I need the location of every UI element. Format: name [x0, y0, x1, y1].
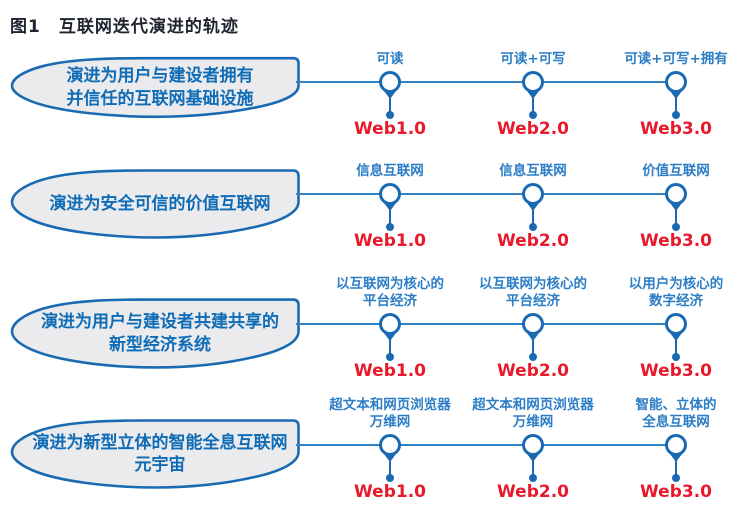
node-label: 信息互联网 [499, 163, 567, 179]
pin-stem [675, 335, 677, 355]
web-version-label: Web3.0 [640, 231, 712, 251]
pin-circle-icon [379, 183, 401, 205]
pin-stem [532, 335, 534, 355]
node-label: 价值互联网 [642, 163, 710, 179]
web-version-label: Web3.0 [640, 361, 712, 381]
callout-text: 演进为安全可信的价值互联网 [49, 193, 271, 214]
pin-tip-icon [670, 91, 682, 99]
pin-stem [532, 205, 534, 225]
pin-dot-icon [672, 474, 680, 482]
callout-text: 演进为用户与建设者拥有 并信任的互联网基础设施 [66, 66, 254, 109]
pin-tip-icon [384, 91, 396, 99]
web-version-label: Web1.0 [354, 231, 426, 251]
pin-tip-icon [527, 203, 539, 211]
pin-circle-icon [522, 434, 544, 456]
timeline-line [296, 323, 676, 325]
pin-circle-icon [379, 434, 401, 456]
pin-dot-icon [386, 353, 394, 361]
pin-stem [389, 456, 391, 476]
pin-circle-icon [379, 71, 401, 93]
callout-shape [10, 418, 300, 490]
pin-tip-icon [384, 454, 396, 462]
pin-stem [389, 205, 391, 225]
pin-circle-icon [522, 313, 544, 335]
pin-tip-icon [384, 333, 396, 341]
pin-stem [675, 205, 677, 225]
node-label: 超文本和网页浏览器 万维网 [329, 397, 451, 430]
web-version-label: Web2.0 [497, 361, 569, 381]
figure-title-text: 互联网迭代演进的轨迹 [58, 17, 239, 37]
pin-tip-icon [527, 91, 539, 99]
pin-tip-icon [527, 333, 539, 341]
timeline-line [296, 81, 676, 83]
callout-text: 演进为新型立体的智能全息互联网 元宇宙 [32, 432, 288, 475]
pin-tip-icon [670, 454, 682, 462]
node-label: 以用户为核心的 数字经济 [628, 276, 724, 309]
callout-shape [10, 56, 300, 119]
node-label: 智能、立体的 全息互联网 [635, 397, 717, 430]
pin-circle-icon [665, 71, 687, 93]
figure-number: 图1 [10, 17, 41, 37]
node-label: 超文本和网页浏览器 万维网 [472, 397, 594, 430]
web-version-label: Web1.0 [354, 361, 426, 381]
callout-bubble: 演进为新型立体的智能全息互联网 元宇宙 [10, 418, 300, 490]
node-label: 可读+可写 [500, 51, 566, 67]
pin-tip-icon [670, 203, 682, 211]
callout-bubble: 演进为用户与建设者共建共享的 新型经济系统 [10, 297, 300, 370]
callout-bubble: 演进为用户与建设者拥有 并信任的互联网基础设施 [10, 56, 300, 119]
pin-tip-icon [670, 333, 682, 341]
pin-circle-icon [665, 434, 687, 456]
callout-bubble: 演进为安全可信的价值互联网 [10, 168, 300, 240]
node-label: 信息互联网 [356, 163, 424, 179]
timeline-line [296, 444, 676, 446]
pin-dot-icon [672, 223, 680, 231]
web-version-label: Web1.0 [354, 482, 426, 502]
web-version-label: Web1.0 [354, 119, 426, 139]
pin-stem [675, 93, 677, 113]
callout-text: 演进为用户与建设者共建共享的 新型经济系统 [41, 312, 279, 355]
pin-circle-icon [379, 313, 401, 335]
pin-dot-icon [672, 111, 680, 119]
pin-dot-icon [529, 111, 537, 119]
pin-circle-icon [665, 313, 687, 335]
figure-title: 图1 互联网迭代演进的轨迹 [10, 12, 239, 37]
node-label: 可读+可写+拥有 [624, 51, 728, 67]
pin-stem [675, 456, 677, 476]
web-version-label: Web2.0 [497, 482, 569, 502]
web-version-label: Web2.0 [497, 231, 569, 251]
pin-dot-icon [672, 353, 680, 361]
pin-circle-icon [522, 71, 544, 93]
pin-circle-icon [522, 183, 544, 205]
callout-shape [10, 168, 300, 240]
node-label: 以互联网为核心的 平台经济 [336, 276, 444, 309]
pin-stem [389, 335, 391, 355]
pin-circle-icon [665, 183, 687, 205]
node-label: 可读 [376, 51, 404, 67]
pin-stem [532, 456, 534, 476]
pin-dot-icon [529, 353, 537, 361]
pin-tip-icon [384, 203, 396, 211]
pin-stem [389, 93, 391, 113]
callout-shape [10, 297, 300, 370]
pin-dot-icon [386, 111, 394, 119]
timeline-line [296, 193, 676, 195]
pin-dot-icon [529, 474, 537, 482]
pin-tip-icon [527, 454, 539, 462]
pin-dot-icon [386, 474, 394, 482]
web-version-label: Web3.0 [640, 119, 712, 139]
node-label: 以互联网为核心的 平台经济 [479, 276, 587, 309]
pin-dot-icon [529, 223, 537, 231]
web-version-label: Web3.0 [640, 482, 712, 502]
web-version-label: Web2.0 [497, 119, 569, 139]
pin-stem [532, 93, 534, 113]
pin-dot-icon [386, 223, 394, 231]
